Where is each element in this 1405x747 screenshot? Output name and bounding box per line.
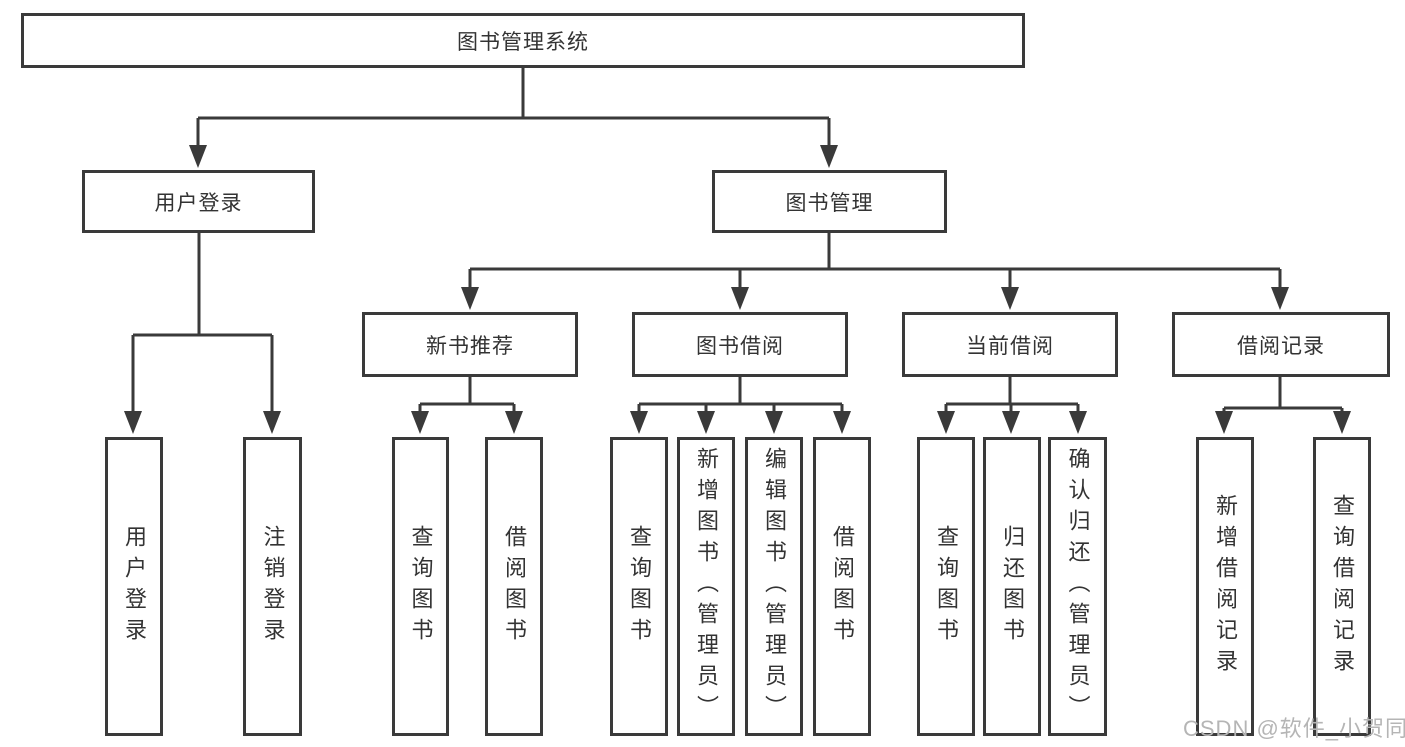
leaf-query-books-borrowing: 查询图书 [610,437,668,736]
leaf-query-borrow-record-label: 查询借阅记录 [1330,493,1355,680]
node-current-borrowing: 当前借阅 [902,312,1118,377]
leaf-edit-book-admin: 编辑图书（管理员） [745,437,803,736]
node-book-management-label: 图书管理 [785,191,874,215]
leaf-edit-book-admin-label: 编辑图书（管理员） [762,447,787,726]
leaf-borrow-books-recommend-label: 借阅图书 [502,524,527,649]
leaf-confirm-return-admin-label: 确认归还（管理员） [1065,447,1091,726]
node-new-book-recommend-label: 新书推荐 [426,334,514,358]
leaf-query-borrow-record: 查询借阅记录 [1313,437,1371,736]
leaf-borrow-books-recommend: 借阅图书 [485,437,543,736]
leaf-query-books-recommend: 查询图书 [392,437,449,736]
leaf-user-login: 用户登录 [105,437,163,736]
node-new-book-recommend: 新书推荐 [362,312,578,377]
leaf-confirm-return-admin: 确认归还（管理员） [1048,437,1107,736]
watermark: CSDN @软件_小贺同学 [1183,716,1405,741]
leaf-query-books-borrowing-label: 查询图书 [627,524,652,649]
leaf-add-borrow-record: 新增借阅记录 [1196,437,1254,736]
node-borrowing-records: 借阅记录 [1172,312,1390,377]
leaf-query-books-current: 查询图书 [917,437,975,736]
leaf-borrow-books-borrowing-label: 借阅图书 [830,524,855,649]
arrowheads [124,145,1351,434]
node-library-system: 图书管理系统 [21,13,1025,68]
leaf-add-book-admin: 新增图书（管理员） [677,437,735,736]
leaf-return-book: 归还图书 [983,437,1041,736]
leaf-borrow-books-borrowing: 借阅图书 [813,437,871,736]
leaf-query-books-recommend-label: 查询图书 [408,524,434,649]
node-current-borrowing-label: 当前借阅 [966,334,1054,358]
node-book-management: 图书管理 [712,170,947,233]
leaf-query-books-current-label: 查询图书 [934,524,959,649]
node-borrowing-records-label: 借阅记录 [1237,334,1325,358]
node-book-borrowing-label: 图书借阅 [696,334,784,358]
node-user-login: 用户登录 [82,170,315,233]
leaf-logout: 注销登录 [243,437,302,736]
node-library-system-label: 图书管理系统 [457,30,589,54]
node-book-borrowing: 图书借阅 [632,312,848,377]
leaf-add-borrow-record-label: 新增借阅记录 [1213,493,1238,680]
node-user-login-label: 用户登录 [154,191,243,215]
leaf-add-book-admin-label: 新增图书（管理员） [694,447,719,726]
leaf-return-book-label: 归还图书 [1000,524,1025,649]
leaf-user-login-label: 用户登录 [122,524,147,649]
leaf-logout-label: 注销登录 [260,524,286,649]
